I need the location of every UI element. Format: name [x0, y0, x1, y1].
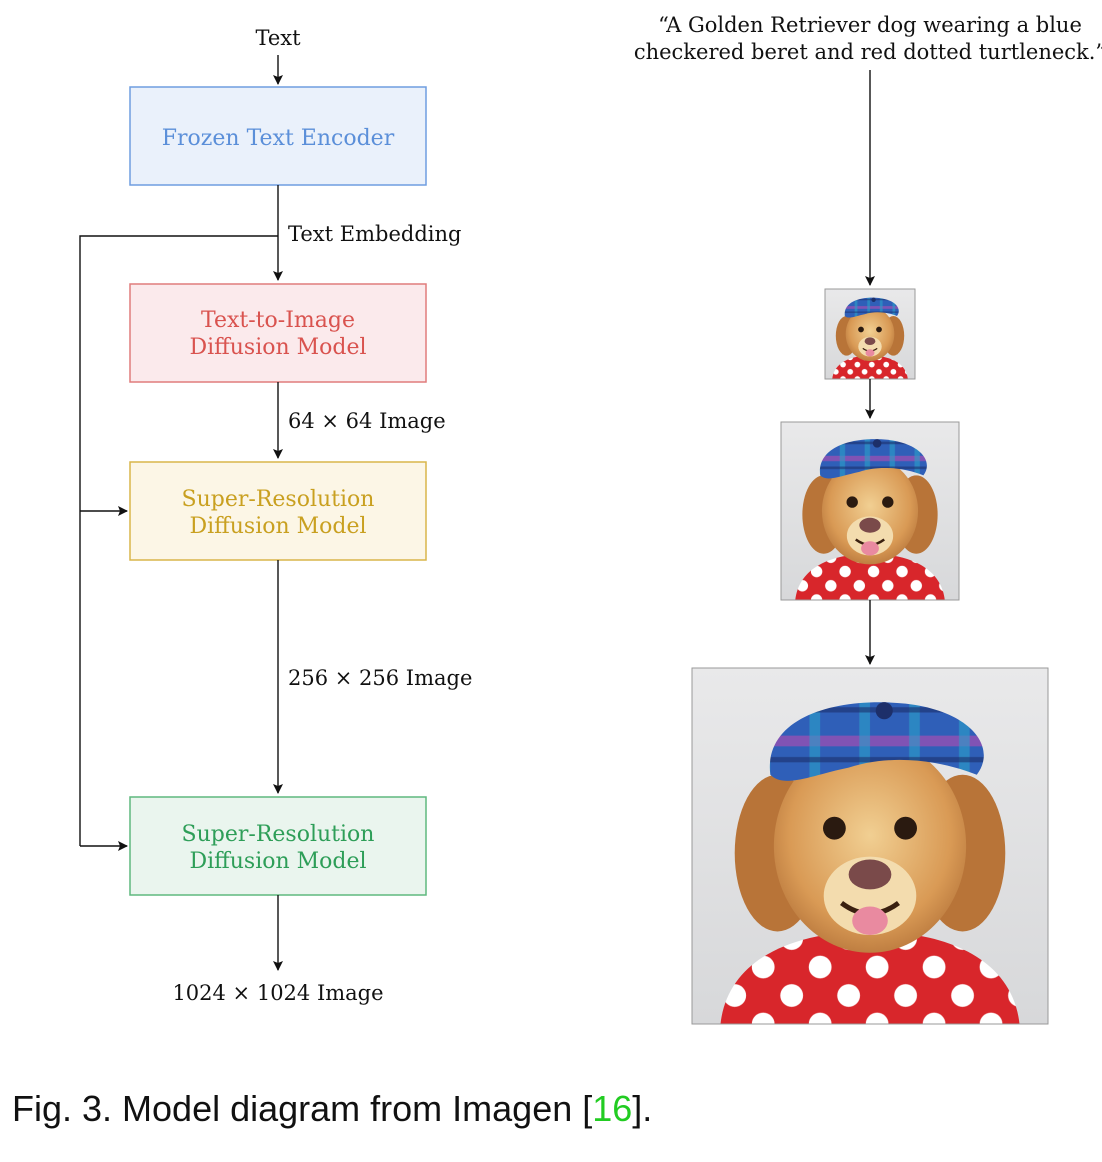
caption-suffix: ]. — [632, 1088, 653, 1129]
prompt-line-2: checkered beret and red dotted turtlenec… — [634, 40, 1102, 64]
input-text-label: Text — [255, 26, 301, 50]
text-to-image-label-line2: Diffusion Model — [189, 335, 366, 360]
super-resolution-1-label-line2: Diffusion Model — [189, 514, 366, 539]
dog-image-1024 — [691, 667, 1049, 1025]
super-resolution-box-2 — [129, 796, 427, 896]
caption-prefix: Fig. 3. Model diagram from Imagen [ — [12, 1088, 593, 1129]
edge-256-label: 256 × 256 Image — [288, 666, 472, 690]
figure-caption: Fig. 3. Model diagram from Imagen [16]. — [12, 1088, 652, 1130]
dog-image-64 — [824, 288, 916, 380]
prompt-line-1: “A Golden Retriever dog wearing a blue — [658, 13, 1082, 37]
edge-64-label: 64 × 64 Image — [288, 409, 446, 433]
dog-image-256 — [780, 421, 960, 601]
output-label: 1024 × 1024 Image — [172, 981, 383, 1005]
super-resolution-2-label-line2: Diffusion Model — [189, 849, 366, 874]
frozen-text-encoder-label: Frozen Text Encoder — [162, 126, 395, 151]
super-resolution-box-1 — [129, 461, 427, 561]
citation-link[interactable]: 16 — [592, 1088, 633, 1129]
embedding-skip-line — [79, 235, 278, 846]
text-embedding-label: Text Embedding — [288, 222, 461, 246]
text-to-image-box — [129, 283, 427, 383]
text-to-image-label-line1: Text-to-Image — [201, 308, 355, 333]
super-resolution-1-label-line1: Super-Resolution — [182, 487, 375, 512]
super-resolution-2-label-line1: Super-Resolution — [182, 822, 375, 847]
